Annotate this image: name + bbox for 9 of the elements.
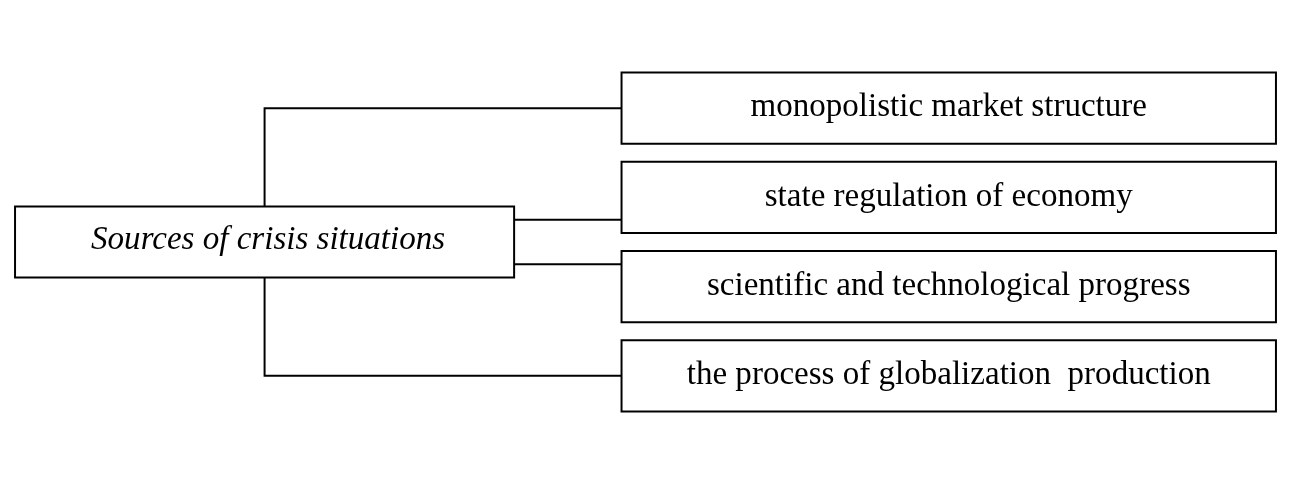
connector — [263, 276, 623, 377]
node-box: monopolistic market structure — [620, 71, 1277, 145]
node-box: scientific and technological progress — [620, 250, 1277, 324]
node-box: state regulation of economy — [620, 160, 1277, 234]
connector — [513, 218, 623, 221]
connector — [263, 107, 623, 208]
node-box: the process of globalization production — [620, 339, 1277, 413]
connector — [513, 263, 623, 266]
node-box: Sources of crisis situations — [14, 205, 516, 279]
